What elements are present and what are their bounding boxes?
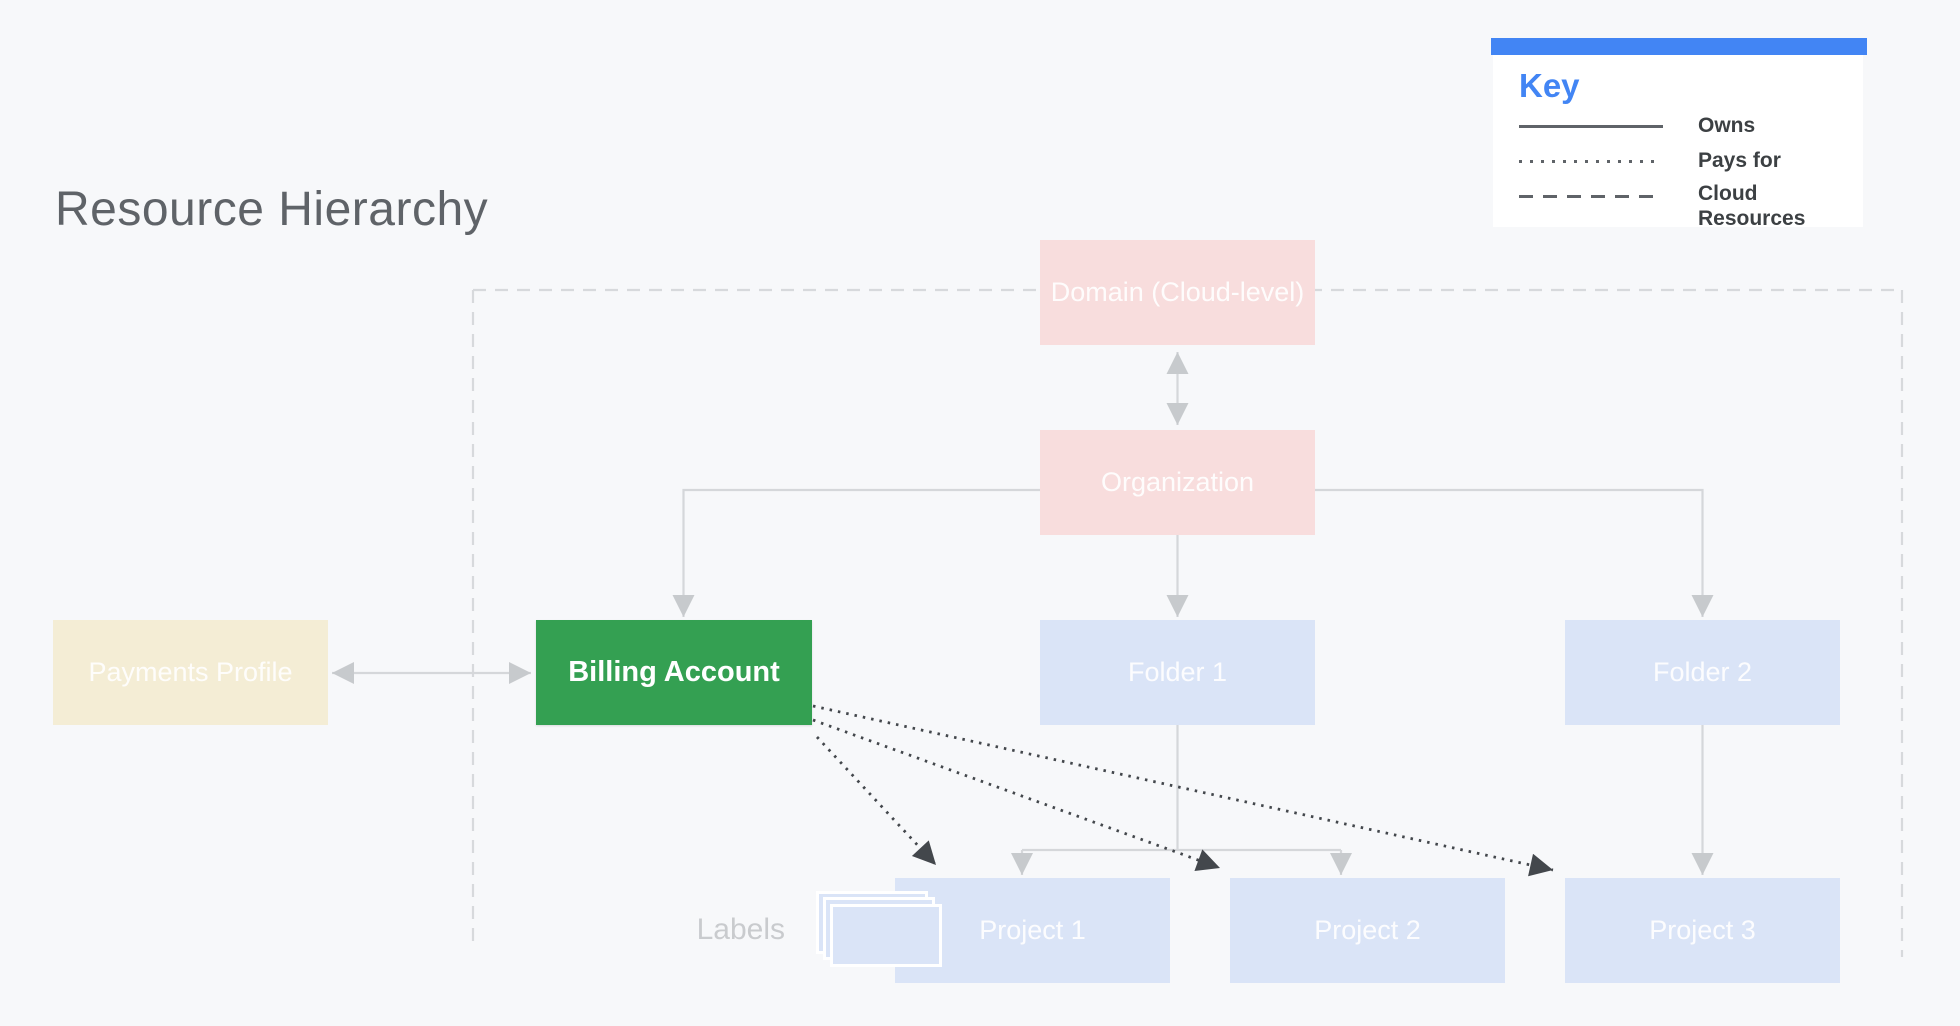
labels-caption: Labels — [696, 913, 785, 946]
node-payments-profile-label: Payments Profile — [88, 657, 293, 687]
label-card-front — [830, 904, 942, 967]
page-title: Resource Hierarchy — [55, 183, 489, 236]
node-payments-profile: Payments Profile — [53, 620, 328, 725]
arrow-billing-pays-project2 — [812, 718, 1221, 871]
legend-dotted-line-sample — [1519, 160, 1659, 163]
key-title: Key — [1519, 67, 1580, 104]
node-folder-2-label: Folder 2 — [1652, 657, 1753, 687]
node-billing-account-label: Billing Account — [568, 656, 780, 688]
arrow-organization-folder2 — [1315, 488, 1714, 617]
legend-pays-for-label: Pays for — [1698, 149, 1781, 172]
legend-cloud-resources-label: Cloud Resources — [1698, 182, 1806, 230]
key-top-accent-bar — [1491, 38, 1867, 55]
node-folder-1-label: Folder 1 — [1127, 657, 1228, 687]
legend-dashed-line-sample — [1519, 195, 1657, 198]
labels-cards-icon — [816, 891, 946, 971]
arrow-billing-pays-project1 — [815, 736, 938, 866]
node-project-1-label: Project 1 — [979, 915, 1086, 945]
node-domain-label: Domain (Cloud-level) — [1050, 277, 1305, 307]
node-project-3-label: Project 3 — [1649, 915, 1756, 945]
legend-solid-line-sample — [1519, 125, 1663, 128]
node-project-3: Project 3 — [1565, 878, 1840, 983]
legend-owns-label: Owns — [1698, 114, 1756, 137]
node-project-2: Project 2 — [1230, 878, 1505, 983]
node-organization-label: Organization — [1100, 467, 1255, 497]
node-billing-account: Billing Account — [536, 620, 812, 725]
node-folder-2: Folder 2 — [1565, 620, 1840, 725]
node-organization: Organization — [1040, 430, 1315, 535]
arrow-organization-billing — [672, 488, 1040, 617]
node-project-2-label: Project 2 — [1314, 915, 1421, 945]
node-domain: Domain (Cloud-level) — [1040, 240, 1315, 345]
node-folder-1: Folder 1 — [1040, 620, 1315, 725]
key-legend: Key Owns Pays for Cloud Resources — [1493, 55, 1863, 230]
arrow-billing-pays-project3 — [812, 704, 1554, 877]
